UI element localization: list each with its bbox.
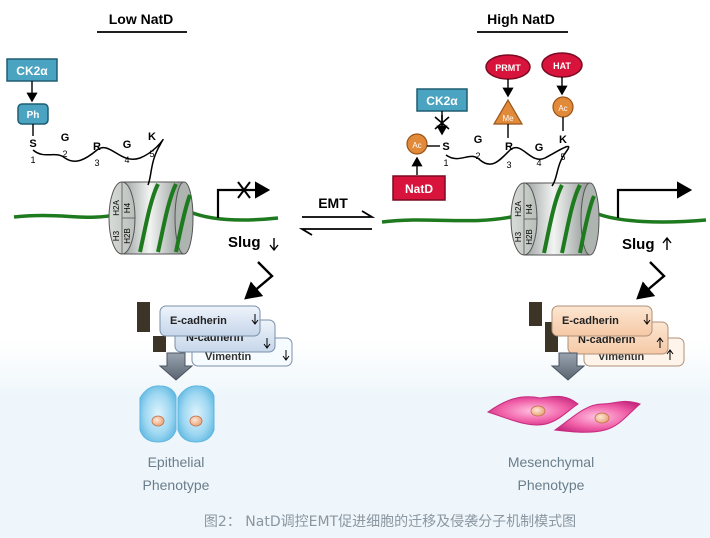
mesenchymal-nucleus-1: [530, 405, 546, 417]
ncad-trend-right-icon: [656, 337, 664, 348]
marker-bar-1-right: [529, 302, 542, 326]
header-high-natd: High NatD: [487, 11, 555, 27]
histone-h4-left: H4: [123, 202, 132, 213]
histone-h2b-left: H2B: [123, 228, 132, 244]
promoter-arrow-right: [616, 181, 693, 218]
tail-right-pos-1: 1: [443, 158, 448, 168]
background-band: [0, 340, 710, 538]
histone-h3-right: H3: [514, 231, 523, 242]
marker-panel-right: Vimentin N-cadherin E-cadherin: [529, 302, 685, 367]
emt-forward-arrow: [302, 210, 376, 218]
tail-right-res-5: K: [559, 134, 567, 146]
slug-label-right: Slug: [622, 236, 655, 253]
emt-reverse-arrow: [298, 228, 372, 236]
histone-h2a-right: H2A: [514, 201, 523, 217]
histone-tail-left: [32, 138, 164, 186]
slug-arrow-left: [244, 261, 274, 300]
ncad-label-right: N-cadherin: [578, 334, 636, 346]
ecad-box-right: [551, 305, 653, 337]
tail-left-pos-2: 2: [62, 149, 67, 159]
dna-right-in: [381, 214, 517, 224]
figure-caption: 图2： NatD调控EMT促进细胞的迁移及侵袭分子机制模式图: [204, 513, 576, 530]
epithelial-nucleus-2: [189, 415, 203, 427]
phenotype-epithelial-line2: Phenotype: [143, 477, 210, 493]
ck2a-blocked-icon: [434, 115, 450, 131]
tail-left-res-2: G: [61, 132, 70, 144]
ecad-trend-right-icon: [643, 314, 651, 325]
epithelial-cell-2: [177, 385, 215, 443]
histone-h2b-right: H2B: [525, 229, 534, 245]
ck2a-label-right: CK2α: [426, 94, 458, 108]
phenotype-arrow-right: [550, 352, 586, 381]
tail-left-res-1: S: [29, 138, 36, 150]
histone-h2a-left: H2A: [112, 200, 121, 216]
natd-box: [392, 175, 446, 201]
mesenchymal-cells: [486, 395, 642, 433]
vimentin-label-left: Vimentin: [205, 351, 252, 363]
me-label: Me: [502, 114, 514, 123]
prmt-label: PRMT: [495, 63, 521, 73]
hat-label: HAT: [553, 61, 571, 71]
tail-right-pos-3: 3: [506, 160, 511, 170]
promoter-arrow-left: [216, 181, 271, 218]
tail-left-res-3: R: [93, 141, 101, 153]
tail-right-res-2: G: [474, 134, 483, 146]
mesenchymal-nucleus-2: [594, 412, 610, 424]
ecad-label-right: E-cadherin: [562, 315, 619, 327]
phenotype-epithelial-line1: Epithelial: [148, 454, 205, 470]
ecad-box-left: [159, 305, 261, 337]
ac-label-nterm: Ac: [412, 141, 421, 150]
slug-arrow-right: [636, 261, 666, 300]
marker-bar-2-left: [153, 336, 166, 352]
nucleosome-right: H2A H4 H3 H2B: [510, 182, 600, 256]
epithelial-cells: [139, 385, 215, 443]
marker-bar-1-left: [137, 302, 150, 332]
ck2a-label-left: CK2α: [16, 64, 48, 78]
ecad-trend-left-icon: [251, 314, 259, 325]
ecad-label-left: E-cadherin: [170, 315, 227, 327]
header-low-natd: Low NatD: [109, 11, 174, 27]
tail-right-res-1: S: [442, 141, 449, 153]
tail-left-res-4: G: [123, 139, 132, 151]
dna-left-out: [189, 210, 279, 222]
marker-panel-left: Vimentin N-cadherin E-cadherin: [137, 302, 293, 367]
epithelial-nucleus-1: [151, 415, 165, 427]
ncad-trend-left-icon: [263, 338, 271, 349]
vim-trend-right-icon: [666, 349, 674, 360]
tail-right-res-3: R: [505, 141, 513, 153]
emt-label: EMT: [318, 195, 348, 211]
tail-left-pos-4: 4: [124, 155, 129, 165]
tail-left-pos-1: 1: [30, 155, 35, 165]
phenotype-arrow-left: [158, 352, 194, 381]
slug-down-arrow-icon: [269, 238, 279, 252]
tail-right-res-4: G: [535, 142, 544, 154]
ac-mark-nterm: [406, 133, 428, 155]
epithelial-cell-1: [139, 385, 177, 443]
histone-h4-right: H4: [525, 203, 534, 214]
histone-h3-left: H3: [112, 230, 121, 241]
histone-tail-right: [445, 145, 570, 187]
nucleosome-left: H2A H4 H3 H2B: [108, 181, 194, 255]
tail-left-pos-3: 3: [94, 158, 99, 168]
vim-trend-left-icon: [282, 350, 290, 361]
blocked-x-icon: [237, 181, 251, 199]
dna-right-out: [597, 212, 707, 224]
tail-right-pos-4: 4: [536, 158, 541, 168]
tail-left-res-5: K: [148, 131, 156, 143]
tail-left-pos-5: 5: [149, 149, 154, 159]
tail-right-pos-2: 2: [475, 151, 480, 161]
tail-right-pos-5: 5: [560, 152, 565, 162]
natd-label: NatD: [405, 182, 433, 196]
slug-label-left: Slug: [228, 234, 261, 251]
ph-label-left: Ph: [27, 110, 40, 121]
phenotype-mesenchymal-line2: Phenotype: [518, 477, 585, 493]
ac-label-k5: Ac: [558, 104, 567, 113]
phenotype-mesenchymal-line1: Mesenchymal: [508, 454, 594, 470]
dna-left-in: [13, 212, 119, 219]
slug-up-arrow-icon: [662, 236, 672, 250]
